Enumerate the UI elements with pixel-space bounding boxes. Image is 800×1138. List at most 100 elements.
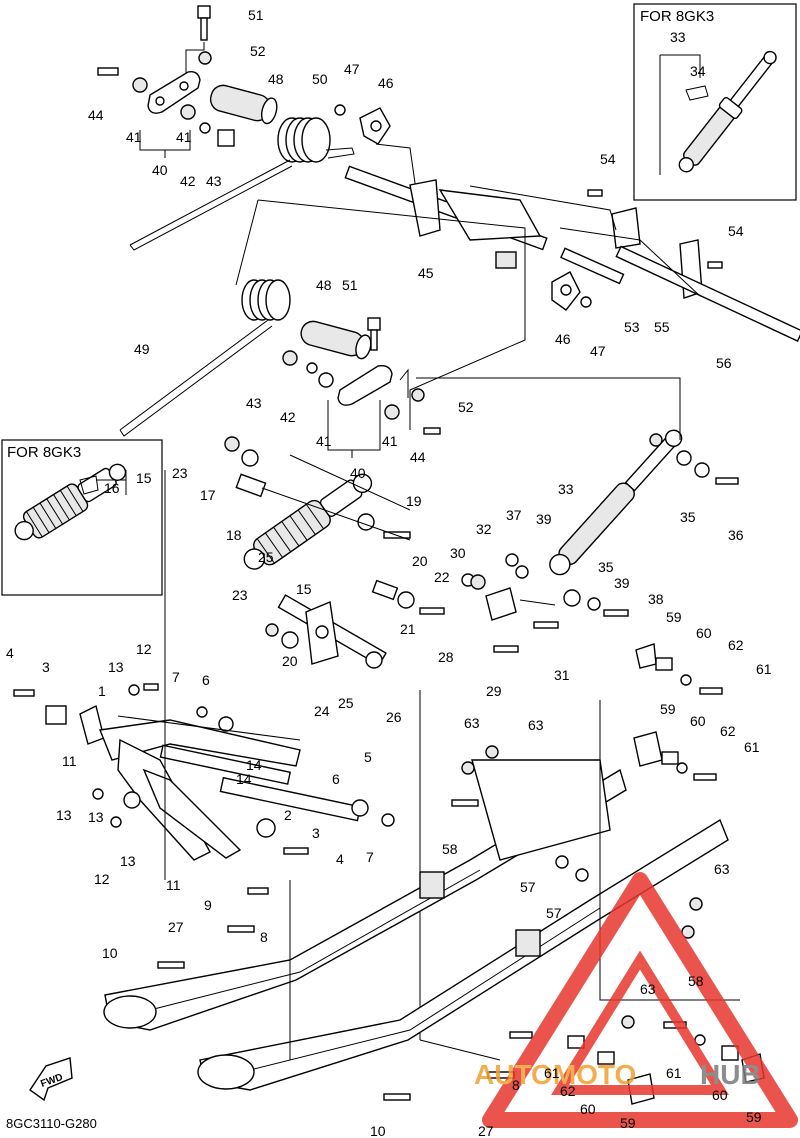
callout-36: 36 <box>728 527 744 543</box>
callout-28: 28 <box>438 649 454 665</box>
callout-60: 60 <box>690 713 706 729</box>
callout-47: 47 <box>590 343 606 359</box>
callout-59: 59 <box>666 609 682 625</box>
callout-63: 63 <box>714 861 730 877</box>
callout-60: 60 <box>696 625 712 641</box>
callout-59: 59 <box>746 1109 762 1125</box>
callout-27: 27 <box>168 919 184 935</box>
inset-title-2: FOR 8GK3 <box>7 444 81 461</box>
callout-42: 42 <box>280 409 296 425</box>
callout-44: 44 <box>88 107 104 123</box>
callout-12: 12 <box>94 871 110 887</box>
callout-58: 58 <box>688 973 704 989</box>
callout-16-inset: 16 <box>104 480 120 496</box>
callout-55: 55 <box>654 319 670 335</box>
callout-51: 51 <box>248 7 264 23</box>
callout-3: 3 <box>312 825 320 841</box>
callout-27: 27 <box>478 1123 494 1138</box>
inset-shock-8gk3: FOR 8GK3 <box>633 3 797 201</box>
callout-32: 32 <box>476 521 492 537</box>
callout-48: 48 <box>268 71 284 87</box>
callout-14: 14 <box>246 757 262 773</box>
callout-29: 29 <box>486 683 502 699</box>
callout-39: 39 <box>536 511 552 527</box>
callout-33: 33 <box>558 481 574 497</box>
callout-23: 23 <box>232 587 248 603</box>
callout-43: 43 <box>206 173 222 189</box>
callout-61: 61 <box>756 661 772 677</box>
callout-53: 53 <box>624 319 640 335</box>
callout-56: 56 <box>716 355 732 371</box>
mid-assembly <box>224 377 739 669</box>
callout-41: 41 <box>316 433 332 449</box>
callout-33-inset: 33 <box>670 29 686 45</box>
callout-25: 25 <box>258 549 274 565</box>
callout-20: 20 <box>412 553 428 569</box>
callout-25: 25 <box>338 695 354 711</box>
callout-35: 35 <box>598 559 614 575</box>
callout-9: 9 <box>204 897 212 913</box>
callout-21: 21 <box>400 621 416 637</box>
callout-8: 8 <box>512 1077 520 1093</box>
callout-39: 39 <box>614 575 630 591</box>
callout-4: 4 <box>6 645 14 661</box>
callout-23: 23 <box>172 465 188 481</box>
callout-48: 48 <box>316 277 332 293</box>
callout-18: 18 <box>226 527 242 543</box>
callout-63: 63 <box>640 981 656 997</box>
callout-58: 58 <box>442 841 458 857</box>
watermark-logo: AUTOMOTO HUB <box>474 872 798 1128</box>
callout-45: 45 <box>418 265 434 281</box>
slide-rails <box>103 643 765 1105</box>
callout-57: 57 <box>520 879 536 895</box>
callout-47: 47 <box>344 61 360 77</box>
callout-52: 52 <box>250 43 266 59</box>
callout-15: 15 <box>296 581 312 597</box>
callout-5: 5 <box>364 749 372 765</box>
callout-41: 41 <box>176 129 192 145</box>
callout-19: 19 <box>406 493 422 509</box>
callout-12: 12 <box>136 641 152 657</box>
callout-13: 13 <box>88 809 104 825</box>
callout-59: 59 <box>660 701 676 717</box>
callout-1: 1 <box>98 683 106 699</box>
callout-43: 43 <box>246 395 262 411</box>
watermark-text-1: AUTOMOTO <box>474 1059 636 1090</box>
callout-20: 20 <box>282 653 298 669</box>
callout-3: 3 <box>42 659 50 675</box>
callout-26: 26 <box>386 709 402 725</box>
callout-22: 22 <box>434 569 450 585</box>
callout-63: 63 <box>528 717 544 733</box>
callout-7: 7 <box>366 849 374 865</box>
watermark-text-2: HUB <box>700 1059 761 1090</box>
callout-50: 50 <box>312 71 328 87</box>
callout-40: 40 <box>152 162 168 178</box>
callout-51: 51 <box>342 277 358 293</box>
callout-59: 59 <box>620 1115 636 1131</box>
callout-35: 35 <box>680 509 696 525</box>
callout-11: 11 <box>166 877 181 893</box>
callout-61: 61 <box>666 1065 682 1081</box>
inset-title: FOR 8GK3 <box>640 8 714 25</box>
callout-46: 46 <box>378 75 394 91</box>
callout-46: 46 <box>555 331 571 347</box>
callout-60: 60 <box>712 1087 728 1103</box>
callout-10: 10 <box>370 1123 386 1138</box>
callout-14: 14 <box>236 771 252 787</box>
callout-10: 10 <box>102 945 118 961</box>
callout-60: 60 <box>580 1101 596 1117</box>
diagram-code: 8GC3110-G280 <box>6 1116 97 1131</box>
forward-arrow: FWD <box>29 1057 73 1102</box>
callout-63: 63 <box>464 715 480 731</box>
upper-assembly <box>97 5 800 458</box>
callout-24: 24 <box>314 703 330 719</box>
callout-13: 13 <box>120 853 136 869</box>
callout-8: 8 <box>260 929 268 945</box>
callout-41: 41 <box>126 129 142 145</box>
callout-15-inset: 15 <box>136 470 152 486</box>
callout-4: 4 <box>336 851 344 867</box>
callout-41: 41 <box>382 433 398 449</box>
callout-13: 13 <box>56 807 72 823</box>
callout-49: 49 <box>134 341 150 357</box>
